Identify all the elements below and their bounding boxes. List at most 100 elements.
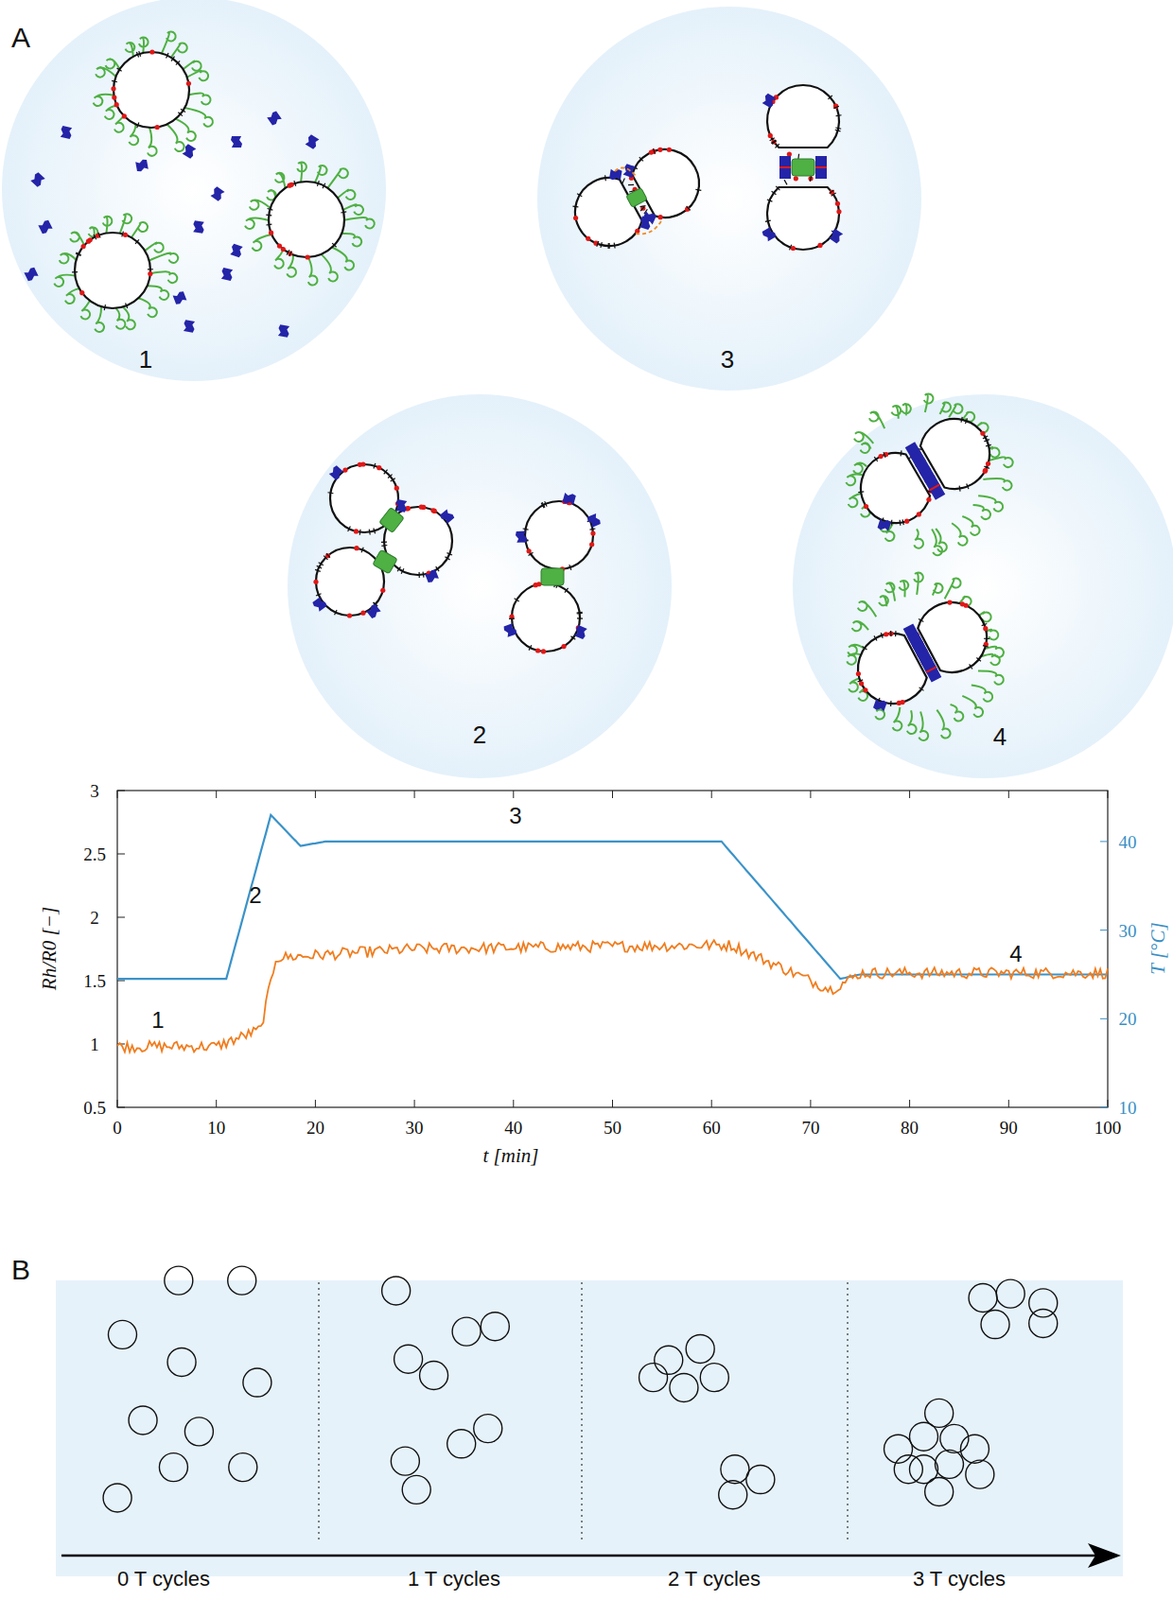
lipid-tick [171,56,175,62]
red-dot [793,175,799,181]
polymer-coil [854,432,874,444]
polymer-coil [93,94,115,106]
red-dot [648,149,654,155]
polymer-coil [105,105,118,120]
polymer-coil [70,232,85,246]
lipid-tick [577,612,583,615]
red-dot [985,461,991,467]
lipid-tick [334,610,338,615]
protein [827,227,844,245]
lipid-tick [318,562,324,566]
red-dot [585,236,591,242]
lipid-tick [544,501,547,508]
lipid-tick [286,249,290,255]
lipid-tick [899,450,902,456]
red-dot [980,431,985,437]
polymer-coil [94,306,105,333]
red-dot [508,614,514,620]
red-dot [982,469,988,474]
tick-label: 2.5 [83,845,106,864]
lipid-tick [323,556,328,561]
lipid-tick [982,646,989,648]
lipid-tick [686,206,691,211]
protein [312,596,329,613]
polymer-coil [332,247,354,271]
vesicle-outline [909,1422,938,1452]
tick [1008,790,1010,799]
polymer-coil [189,93,211,106]
tick-label: 10 [1119,1099,1138,1118]
lipid-tick [985,444,992,446]
lipid-tick [827,95,833,100]
polymer-bridge [541,568,564,586]
tick-label: 90 [999,1119,1018,1138]
polymer-coil [103,216,113,234]
tick [512,1100,514,1108]
tick [1100,929,1108,931]
polymer-coil [931,529,943,557]
polymer-coil [869,412,885,430]
vesicle-outline [639,1364,668,1393]
polymer-coil [918,711,928,741]
red-dot [380,588,386,594]
red-dot [862,687,868,693]
lipid-tick [139,51,141,57]
lipid-tick [959,486,962,492]
red-dot [963,603,969,609]
red-dot [114,102,120,107]
arrow-head [1087,1543,1121,1569]
lipid-tick [969,664,973,669]
axis-title: Rh/R0 [−] [39,907,60,991]
lipid-tick [789,245,792,251]
protein [424,569,440,585]
vesicle-outline [103,1484,132,1513]
lipid-tick [93,234,97,240]
protein-bridge [815,156,827,179]
protein [394,499,408,513]
lipid-tick [316,565,322,569]
protein [573,625,589,641]
tick-label: 40 [504,1119,523,1138]
lipid-tick [976,658,981,663]
vesicle-outline [654,1346,683,1375]
red-dot [877,454,883,459]
lipid-tick [894,630,897,637]
red-dot [589,542,595,547]
tick [1100,1107,1108,1109]
polymer-coil [891,405,901,420]
protein-bridge [926,666,937,673]
red-dot [817,243,823,248]
polymer-coil [907,710,917,735]
red-dot [347,612,352,618]
lipid-tick [75,252,81,256]
red-dot [926,497,931,503]
red-dot [353,545,359,551]
polymer-coil [857,601,876,617]
lipid-tick [122,231,124,238]
lipid-tick [569,564,572,571]
vesicle [525,501,594,570]
polymer-coil [892,707,903,732]
red-dot [833,103,839,108]
vesicle-outline [980,1311,1010,1340]
lipid-tick [628,184,634,186]
polymer-coil [59,253,77,263]
vesicle-outline [720,1455,750,1485]
polymer-coil [337,190,355,200]
panel-bubble [537,6,922,391]
lipid-tick [390,478,396,482]
red-dot [768,133,773,139]
red-dot [983,642,989,648]
red-dot [684,207,690,212]
vesicle-outline [420,1361,449,1390]
lipid-tick [104,304,106,311]
tick-label: 2 [89,909,100,928]
polymer-coil [308,257,318,286]
polymer-coil [898,580,909,597]
vesicle-outline [167,1348,196,1377]
lipid-tick [771,191,777,194]
lipid-tick [381,544,387,547]
vesicle-outline [965,1460,995,1489]
polymer-coil [978,495,1003,511]
red-dot [770,139,776,144]
